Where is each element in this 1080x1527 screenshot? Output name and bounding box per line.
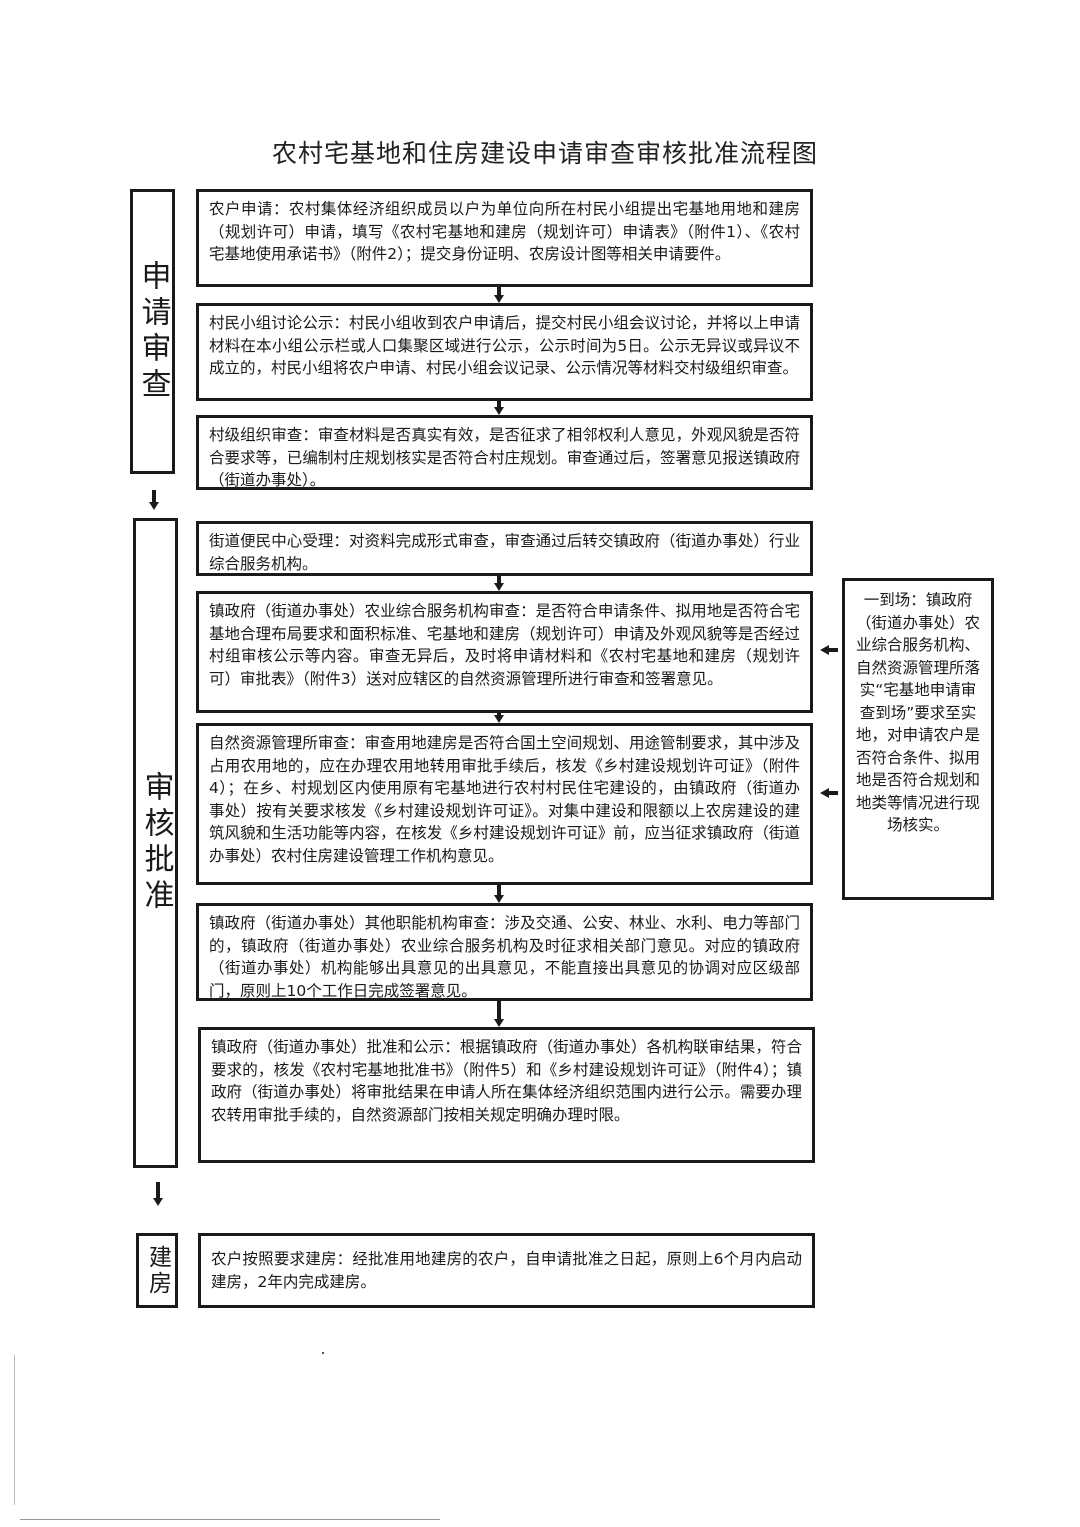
stage-arrow-2-head [153, 1198, 163, 1206]
step-other-agencies-review: 镇政府（街道办事处）其他职能机构审查：涉及交通、公安、林业、水利、电力等部门的，… [196, 903, 813, 1001]
stage-audit-approve: 审核批准 [133, 518, 178, 1168]
step-natural-resources-review: 自然资源管理所审查：审查用地建房是否符合国土空间规划、用途管制要求，其中涉及占用… [196, 723, 813, 885]
stage-build: 建房 [136, 1233, 178, 1308]
step-village-review: 村级组织审查：审查材料是否真实有效，是否征求了相邻权利人意见，外观风貌是否符合要… [196, 415, 813, 490]
stage-apply-review-label: 申请审查 [135, 259, 171, 404]
side-arrow-1-head [820, 645, 829, 655]
step-service-center-acceptance: 街道便民中心受理：对资料完成形式审查，审查通过后转交镇政府（街道办事处）行业综合… [196, 521, 813, 576]
flow-arrow-6-stem [497, 1001, 501, 1019]
flow-arrow-1-stem [497, 287, 501, 295]
flow-arrow-6-head [494, 1019, 504, 1027]
flow-arrow-3-head [494, 583, 504, 591]
step-agri-service-review: 镇政府（街道办事处）农业综合服务机构审查：是否符合申请条件、拟用地是否符合宅基地… [196, 591, 813, 713]
stage-arrow-2-stem [156, 1182, 160, 1198]
flow-arrow-3-stem [497, 576, 501, 583]
flow-arrow-4-head [494, 715, 504, 723]
flow-arrow-4-stem [497, 713, 501, 715]
step-farmer-application: 农户申请：农村集体经济组织成员以户为单位向所在村民小组提出宅基地用地和建房（规划… [196, 189, 813, 287]
stage-build-label: 建房 [144, 1244, 171, 1297]
flow-arrow-2-head [494, 407, 504, 415]
stage-apply-review: 申请审查 [130, 189, 175, 474]
scan-speck [14, 1355, 15, 1505]
flow-arrow-1-head [494, 295, 504, 303]
stage-arrow-1-head [149, 502, 159, 510]
flow-arrow-5-head [494, 895, 504, 903]
flow-arrow-2-stem [497, 401, 501, 407]
step-build-house: 农户按照要求建房：经批准用地建房的农户，自申请批准之日起，原则上6个月内启动建房… [198, 1233, 815, 1308]
stage-audit-approve-label: 审核批准 [138, 771, 174, 915]
scan-speck [322, 1352, 324, 1354]
step-village-group-publicity: 村民小组讨论公示：村民小组收到农户申请后，提交村民小组会议讨论，并将以上申请材料… [196, 303, 813, 401]
side-arrow-2-stem [829, 791, 838, 795]
stage-arrow-1-stem [152, 490, 156, 502]
side-arrow-2-head [820, 788, 829, 798]
scan-speck [20, 1519, 440, 1520]
side-note-on-site: 一到场：镇政府（街道办事处）农业综合服务机构、自然资源管理所落实“宅基地申请审查… [842, 578, 994, 900]
flow-arrow-5-stem [497, 885, 501, 895]
step-approval-publicity: 镇政府（街道办事处）批准和公示：根据镇政府（街道办事处）各机构联审结果，符合要求… [198, 1027, 815, 1163]
side-arrow-1-stem [829, 648, 838, 652]
page-title: 农村宅基地和住房建设申请审查审核批准流程图 [271, 139, 818, 168]
